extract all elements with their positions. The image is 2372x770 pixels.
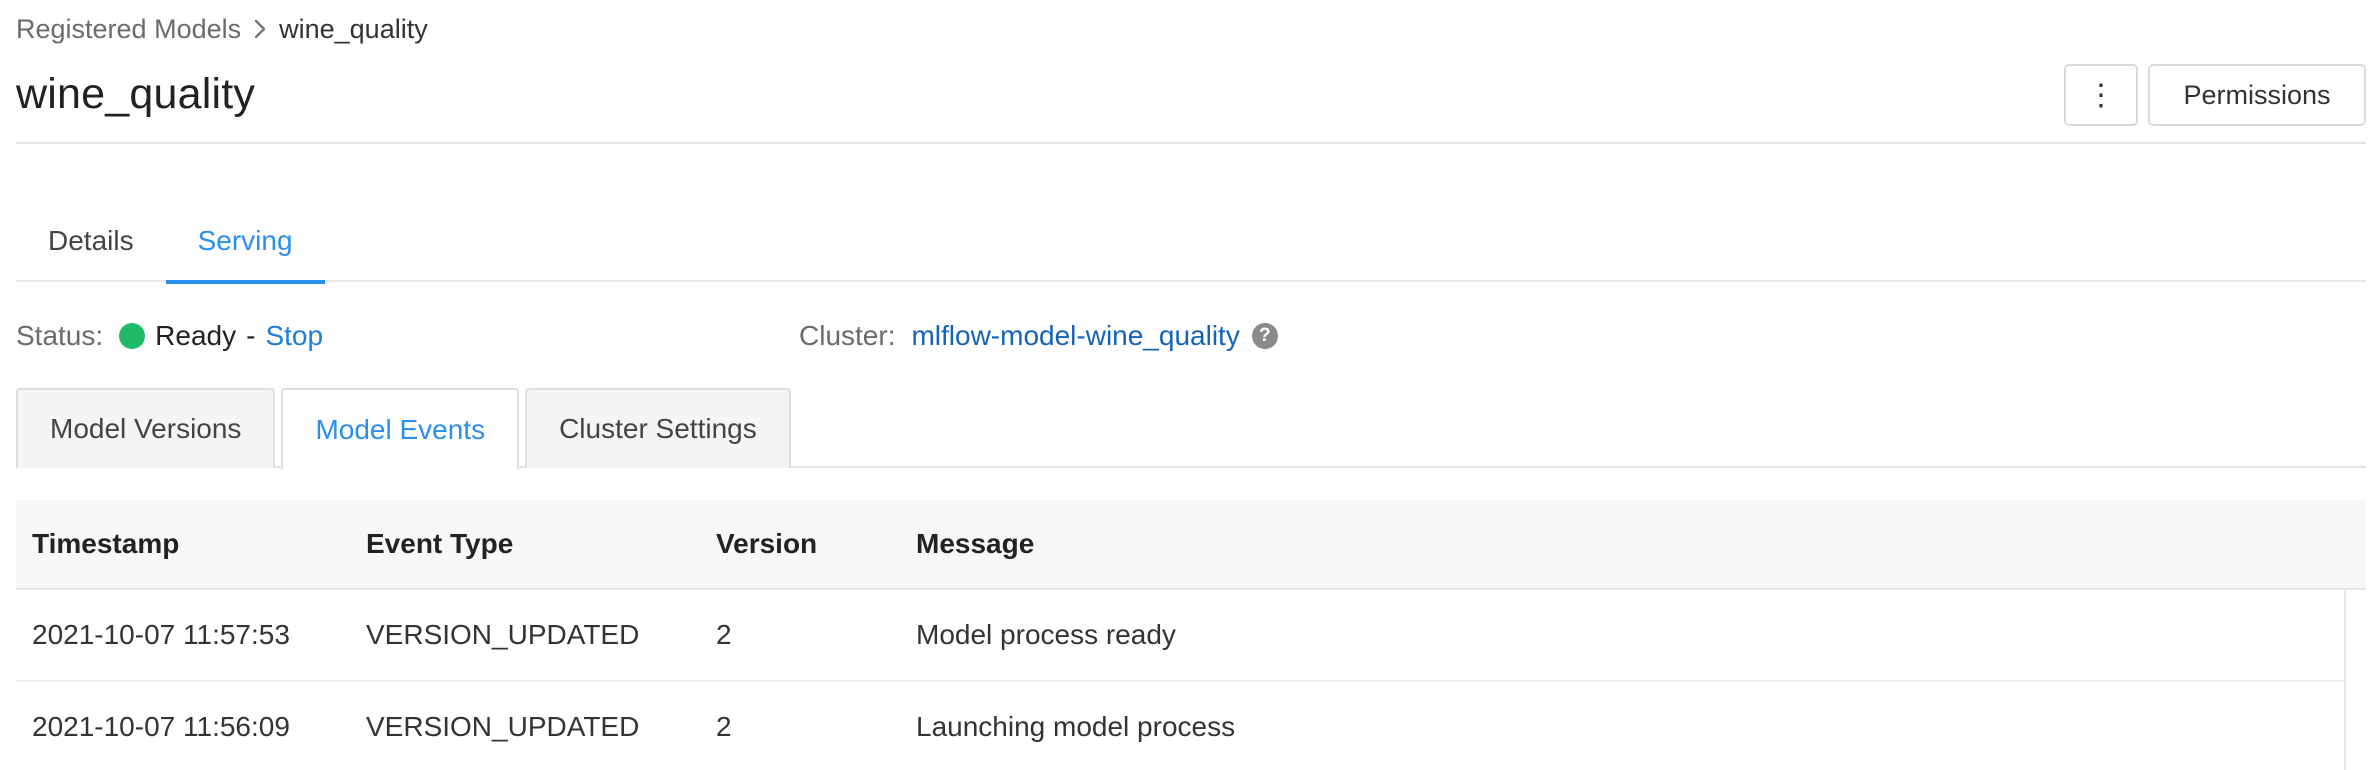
main-tabs: Details Serving bbox=[16, 200, 2366, 284]
status-ready-icon bbox=[119, 323, 146, 349]
cell-version: 2 bbox=[716, 619, 732, 650]
column-header-message[interactable]: Message bbox=[916, 528, 1035, 559]
header-actions: ⋮ Permissions bbox=[2064, 64, 2366, 126]
cell-message: Launching model process bbox=[916, 711, 1236, 742]
permissions-button[interactable]: Permissions bbox=[2148, 64, 2366, 126]
help-icon[interactable]: ? bbox=[1251, 323, 1278, 349]
column-header-event-type[interactable]: Event Type bbox=[366, 528, 514, 559]
tab-model-versions[interactable]: Model Versions bbox=[16, 388, 276, 468]
tab-details[interactable]: Details bbox=[48, 225, 134, 256]
table-scrollbar[interactable] bbox=[2344, 590, 2372, 770]
stop-serving-link[interactable]: Stop bbox=[265, 320, 324, 351]
tab-model-events[interactable]: Model Events bbox=[281, 388, 520, 470]
tab-serving[interactable]: Serving bbox=[165, 200, 325, 284]
table-row: 2021-10-07 11:57:53 VERSION_UPDATED 2 Mo… bbox=[16, 590, 2366, 682]
status-label: Status: bbox=[16, 320, 104, 351]
page-title: wine_quality bbox=[16, 70, 256, 118]
status-separator: - bbox=[246, 320, 256, 351]
column-header-version[interactable]: Version bbox=[716, 528, 818, 559]
cluster-info: Cluster: mlflow-model-wine_quality ? bbox=[799, 318, 1278, 354]
column-header-timestamp[interactable]: Timestamp bbox=[32, 528, 180, 559]
cell-timestamp: 2021-10-07 11:57:53 bbox=[32, 619, 290, 650]
breadcrumb: Registered Models wine_quality bbox=[16, 12, 428, 46]
table-row: 2021-10-07 11:56:09 VERSION_UPDATED 2 La… bbox=[16, 682, 2366, 770]
cluster-label: Cluster: bbox=[799, 320, 896, 351]
cell-version: 2 bbox=[716, 711, 732, 742]
status-row: Status: Ready - Stop Cluster: mlflow-mod… bbox=[16, 318, 1416, 354]
cell-timestamp: 2021-10-07 11:56:09 bbox=[32, 711, 290, 742]
cell-message: Model process ready bbox=[916, 619, 1176, 650]
cell-event-type: VERSION_UPDATED bbox=[366, 619, 640, 650]
serving-sub-tabs: Model Versions Model Events Cluster Sett… bbox=[16, 388, 2366, 470]
tab-cluster-settings[interactable]: Cluster Settings bbox=[525, 388, 791, 468]
breadcrumb-registered-models[interactable]: Registered Models bbox=[16, 13, 242, 44]
title-divider bbox=[16, 142, 2366, 144]
table-header: Timestamp Event Type Version Message bbox=[16, 500, 2366, 590]
cluster-name-link[interactable]: mlflow-model-wine_quality bbox=[911, 320, 1240, 351]
breadcrumb-current: wine_quality bbox=[279, 13, 428, 44]
status-value: Ready bbox=[155, 320, 237, 351]
more-options-button[interactable]: ⋮ bbox=[2064, 64, 2138, 126]
cell-event-type: VERSION_UPDATED bbox=[366, 711, 640, 742]
model-events-table: Timestamp Event Type Version Message 202… bbox=[16, 500, 2366, 770]
chevron-right-icon bbox=[253, 18, 267, 40]
